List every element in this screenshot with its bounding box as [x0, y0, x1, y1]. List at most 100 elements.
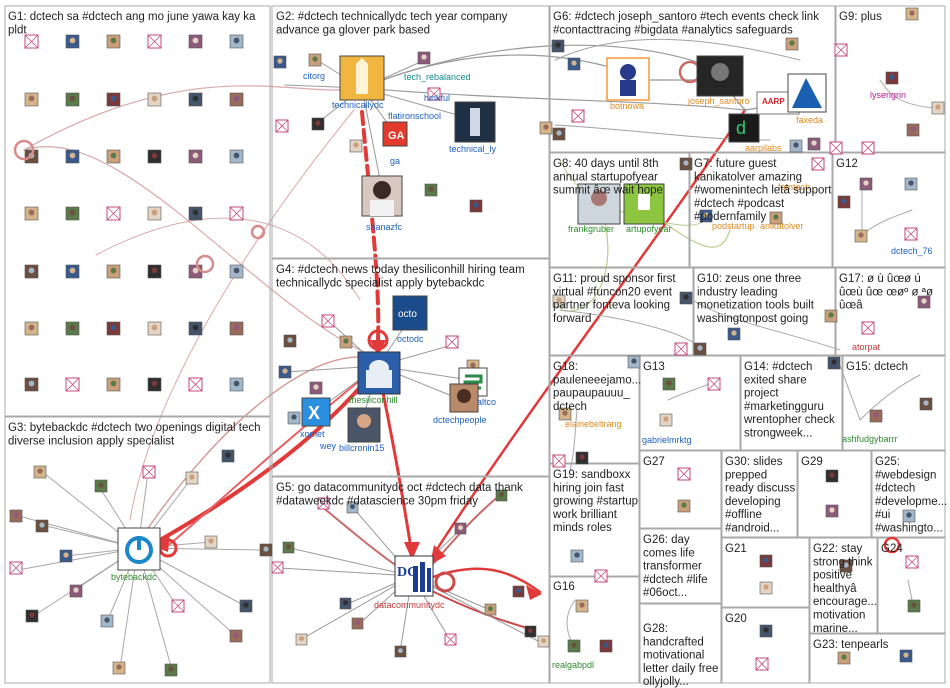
datacommunitydc-node[interactable]: DC	[394, 555, 434, 597]
placeholder-avatar[interactable]	[427, 87, 441, 101]
user-avatar[interactable]	[147, 264, 162, 279]
user-avatar[interactable]	[699, 209, 713, 223]
user-avatar[interactable]	[662, 377, 676, 391]
user-avatar[interactable]	[837, 651, 851, 665]
user-avatar[interactable]	[106, 377, 121, 392]
user-avatar[interactable]	[33, 465, 47, 479]
user-avatar[interactable]	[769, 211, 783, 225]
user-avatar[interactable]	[106, 34, 121, 49]
placeholder-avatar[interactable]	[905, 555, 919, 569]
user-avatar[interactable]	[309, 381, 323, 395]
placeholder-avatar[interactable]	[677, 467, 691, 481]
user-avatar[interactable]	[239, 599, 253, 613]
user-avatar[interactable]	[575, 599, 589, 613]
xometry-node[interactable]: X	[301, 397, 331, 427]
placeholder-avatar[interactable]	[594, 569, 608, 583]
user-avatar[interactable]	[567, 57, 581, 71]
placeholder-avatar[interactable]	[271, 561, 284, 574]
user-avatar[interactable]	[339, 597, 352, 610]
placeholder-avatar[interactable]	[861, 141, 875, 155]
user-avatar[interactable]	[229, 321, 244, 336]
user-avatar[interactable]	[188, 92, 203, 107]
user-avatar[interactable]	[570, 549, 584, 563]
user-avatar[interactable]	[905, 7, 919, 21]
placeholder-avatar[interactable]	[24, 34, 39, 49]
user-avatar[interactable]	[824, 309, 838, 323]
placeholder-avatar[interactable]	[444, 633, 457, 646]
user-avatar[interactable]	[524, 625, 537, 638]
octodc-node[interactable]: octo	[392, 295, 428, 331]
placeholder-avatar[interactable]	[674, 342, 688, 356]
placeholder-avatar[interactable]	[552, 454, 566, 468]
user-avatar[interactable]	[188, 34, 203, 49]
user-avatar[interactable]	[919, 397, 933, 411]
user-avatar[interactable]	[147, 92, 162, 107]
technicallydc-node[interactable]	[339, 55, 385, 101]
user-avatar[interactable]	[906, 123, 920, 137]
placeholder-avatar[interactable]	[171, 599, 185, 613]
user-avatar[interactable]	[679, 291, 693, 305]
user-avatar[interactable]	[659, 413, 673, 427]
user-avatar[interactable]	[308, 53, 322, 67]
user-avatar[interactable]	[24, 206, 39, 221]
user-avatar[interactable]	[567, 639, 581, 653]
technical-ly-node[interactable]	[454, 101, 496, 143]
user-avatar[interactable]	[273, 55, 287, 69]
user-avatar[interactable]	[229, 629, 243, 643]
dctechpeople-node[interactable]	[449, 383, 479, 413]
user-avatar[interactable]	[394, 645, 407, 658]
user-avatar[interactable]	[693, 342, 707, 356]
user-avatar[interactable]	[854, 229, 868, 243]
user-avatar[interactable]	[339, 335, 353, 349]
user-avatar[interactable]	[221, 449, 235, 463]
user-avatar[interactable]	[902, 509, 916, 523]
joseph-santoro-node[interactable]	[696, 55, 744, 97]
user-avatar[interactable]	[859, 177, 873, 191]
user-avatar[interactable]	[552, 127, 566, 141]
placeholder-avatar[interactable]	[188, 377, 203, 392]
user-avatar[interactable]	[575, 451, 589, 465]
user-avatar[interactable]	[552, 294, 566, 308]
user-avatar[interactable]	[917, 295, 931, 309]
user-avatar[interactable]	[869, 409, 883, 423]
user-avatar[interactable]	[69, 584, 83, 598]
user-avatar[interactable]	[677, 499, 691, 513]
placeholder-avatar[interactable]	[65, 377, 80, 392]
user-avatar[interactable]	[627, 355, 641, 369]
user-avatar[interactable]	[825, 469, 839, 483]
user-avatar[interactable]	[65, 264, 80, 279]
billcronin15-node[interactable]	[347, 407, 381, 443]
placeholder-avatar[interactable]	[106, 206, 121, 221]
user-avatar[interactable]	[24, 264, 39, 279]
user-avatar[interactable]	[94, 479, 108, 493]
user-avatar[interactable]	[539, 121, 553, 135]
user-avatar[interactable]	[495, 489, 508, 502]
placeholder-avatar[interactable]	[275, 119, 289, 133]
user-avatar[interactable]	[295, 633, 308, 646]
user-avatar[interactable]	[899, 649, 913, 663]
user-avatar[interactable]	[59, 549, 73, 563]
placeholder-avatar[interactable]	[904, 227, 918, 241]
user-avatar[interactable]	[65, 34, 80, 49]
user-avatar[interactable]	[349, 139, 363, 153]
user-avatar[interactable]	[558, 407, 572, 421]
user-avatar[interactable]	[424, 183, 438, 197]
user-avatar[interactable]	[35, 519, 49, 533]
frankgruber-node[interactable]	[577, 183, 621, 225]
user-avatar[interactable]	[100, 614, 114, 628]
user-avatar[interactable]	[164, 663, 178, 677]
placeholder-avatar[interactable]	[9, 561, 23, 575]
user-avatar[interactable]	[484, 603, 497, 616]
user-avatar[interactable]	[827, 356, 841, 370]
placeholder-avatar[interactable]	[834, 43, 848, 57]
user-avatar[interactable]	[311, 117, 325, 131]
user-avatar[interactable]	[599, 639, 613, 653]
user-avatar[interactable]	[283, 334, 297, 348]
user-avatar[interactable]	[229, 92, 244, 107]
user-avatar[interactable]	[188, 149, 203, 164]
faxeda-node[interactable]	[787, 73, 827, 113]
user-avatar[interactable]	[24, 92, 39, 107]
user-avatar[interactable]	[351, 617, 364, 630]
user-avatar[interactable]	[278, 365, 292, 379]
placeholder-avatar[interactable]	[755, 657, 769, 671]
